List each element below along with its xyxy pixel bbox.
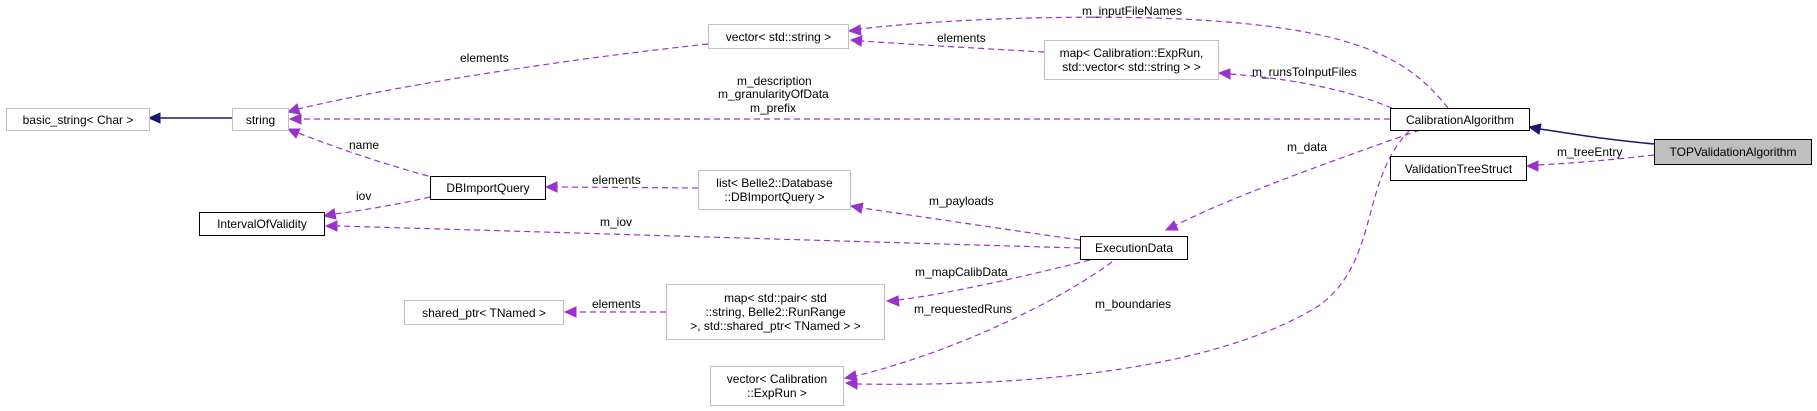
node-calibration-algorithm-label: CalibrationAlgorithm <box>1405 112 1515 127</box>
node-vector-exprun-line1: vector< Calibration <box>726 372 828 386</box>
label-m-iov: m_iov <box>600 215 632 229</box>
label-elements-shared-ptr: elements <box>592 297 641 311</box>
node-interval-of-validity-label: IntervalOfValidity <box>217 217 307 231</box>
node-map-exprun: map< Calibration::ExpRun, std::vector< s… <box>1044 40 1219 80</box>
node-string: string <box>232 108 289 131</box>
label-m-granularityOfData: m_granularityOfData <box>718 87 829 101</box>
arrowhead-name <box>286 128 301 139</box>
node-validation-tree-struct[interactable]: ValidationTreeStruct <box>1390 156 1527 181</box>
arrowhead-elements-shared-ptr <box>563 306 577 318</box>
edge-elements-list <box>556 186 699 189</box>
node-execution-data-label: ExecutionData <box>1094 241 1174 255</box>
node-db-import-query[interactable]: DBImportQuery <box>430 176 546 200</box>
label-elements-vector-to-string: elements <box>460 51 509 65</box>
node-interval-of-validity[interactable]: IntervalOfValidity <box>199 212 325 236</box>
arrowhead-m-data <box>1164 220 1179 231</box>
node-validation-tree-struct-label: ValidationTreeStruct <box>1404 161 1513 176</box>
arrowhead-m-payloads <box>849 202 864 214</box>
arrowhead-m-boundaries <box>844 378 858 390</box>
label-m-description: m_description <box>737 74 812 88</box>
label-m-data: m_data <box>1287 140 1327 154</box>
arrowhead-m-mapCalibData <box>885 295 900 307</box>
arrowhead-m-requestedRuns <box>843 370 858 382</box>
edge-elements-map-to-vector <box>861 40 1045 53</box>
edge-elements-vector-to-string <box>297 43 709 110</box>
arrowhead-elements-map-to-vector <box>849 35 863 47</box>
node-map-pair-line1: map< std::pair< std <box>724 291 827 305</box>
node-string-label: string <box>245 112 276 127</box>
edge-m-mapCalibData <box>897 259 1091 301</box>
node-vector-exprun: vector< Calibration ::ExpRun > <box>710 366 844 406</box>
label-m-boundaries: m_boundaries <box>1095 297 1171 311</box>
node-map-exprun-line1: map< Calibration::ExpRun, <box>1059 46 1204 60</box>
node-top-validation-algorithm-label: TOPValidationAlgorithm <box>1669 145 1797 159</box>
arrowhead-m-iov <box>324 220 338 232</box>
node-db-import-query-label: DBImportQuery <box>446 181 530 195</box>
node-map-pair-line2: ::string, Belle2::RunRange <box>705 305 846 319</box>
edge-m-payloads <box>861 207 1081 241</box>
inherit-edge-top-calibration <box>1539 128 1655 145</box>
inherit-arrowhead-calibration <box>1527 123 1542 135</box>
label-m-requestedRuns: m_requestedRuns <box>914 302 1012 316</box>
label-m-inputFileNames: m_inputFileNames <box>1082 4 1182 18</box>
node-execution-data[interactable]: ExecutionData <box>1080 236 1188 260</box>
node-basic-string-label: basic_string< Char > <box>22 112 134 127</box>
arrowhead-m-treeEntry <box>1525 160 1539 172</box>
edge-m-treeEntry <box>1537 154 1655 166</box>
arrowhead-m-runsToInputFiles <box>1217 68 1231 80</box>
node-shared-ptr: shared_ptr< TNamed > <box>404 300 564 325</box>
inherit-arrowhead-basic-string <box>147 112 161 124</box>
node-shared-ptr-label: shared_ptr< TNamed > <box>422 305 546 320</box>
node-map-exprun-line2: std::vector< std::string > > <box>1062 60 1201 74</box>
edge-m-inputFileNames <box>859 16 1449 109</box>
arrowhead-m-description <box>288 113 302 125</box>
node-vector-string: vector< std::string > <box>708 24 849 49</box>
edge-name <box>297 132 429 177</box>
label-elements-list: elements <box>592 173 641 187</box>
label-name: name <box>349 138 379 152</box>
node-calibration-algorithm[interactable]: CalibrationAlgorithm <box>1390 108 1530 131</box>
label-m-treeEntry: m_treeEntry <box>1557 145 1622 159</box>
arrowhead-elements-list <box>544 181 558 193</box>
node-map-pair: map< std::pair< std ::string, Belle2::Ru… <box>666 284 885 340</box>
arrowhead-m-inputFileNames <box>847 24 862 36</box>
edge-m-requestedRuns <box>855 261 1113 377</box>
node-top-validation-algorithm: TOPValidationAlgorithm <box>1654 139 1812 165</box>
arrowhead-elements-vector-to-string <box>286 103 301 115</box>
label-m-prefix: m_prefix <box>750 101 796 115</box>
label-elements-map-to-vector: elements <box>937 31 986 45</box>
label-m-mapCalibData: m_mapCalibData <box>915 265 1008 279</box>
node-vector-exprun-line2: ::ExpRun > <box>747 386 807 400</box>
label-iov: iov <box>356 189 371 203</box>
label-m-payloads: m_payloads <box>929 194 994 208</box>
node-list-dbimportquery-line1: list< Belle2::Database <box>716 176 833 190</box>
edge-m-runsToInputFiles <box>1229 73 1393 109</box>
node-map-pair-line3: >, std::shared_ptr< TNamed > > <box>690 319 861 333</box>
node-basic-string: basic_string< Char > <box>6 108 150 131</box>
node-list-dbimportquery: list< Belle2::Database ::DBImportQuery > <box>698 170 851 210</box>
node-list-dbimportquery-line2: ::DBImportQuery > <box>724 190 825 204</box>
node-vector-string-label: vector< std::string > <box>725 29 832 44</box>
arrowhead-iov <box>322 208 337 220</box>
label-m-runsToInputFiles: m_runsToInputFiles <box>1252 65 1357 79</box>
